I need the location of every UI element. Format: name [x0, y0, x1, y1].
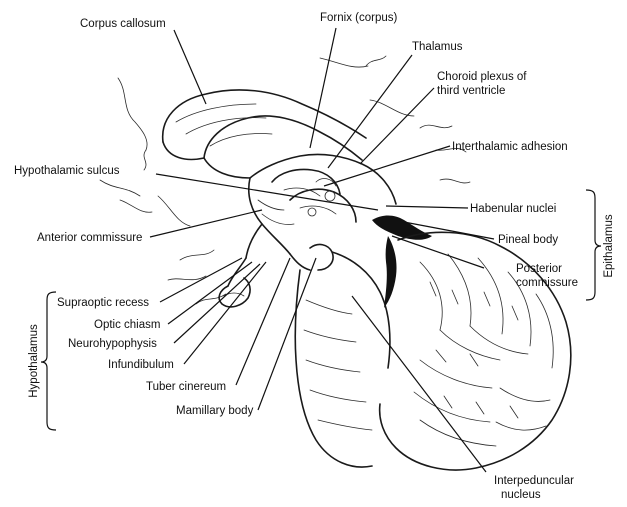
label-posterior-commissure-1: Posterior [516, 263, 562, 275]
label-choroid-plexus-2: third ventricle [437, 85, 505, 97]
leader-fornix [310, 28, 336, 148]
label-interpeduncular-2: nucleus [501, 489, 541, 501]
hypothalamus-group: Hypothalamus [28, 292, 56, 430]
brain-illustration [100, 56, 571, 470]
label-choroid-plexus-1: Choroid plexus of [437, 71, 527, 83]
leader-interpeduncular-nucleus [352, 296, 486, 472]
leader-posterior-commissure [392, 236, 484, 268]
label-supraoptic-recess: Supraoptic recess [57, 297, 149, 309]
leader-supraoptic-recess [160, 258, 242, 302]
thalamus-region-shape [250, 154, 396, 222]
labels: Corpus callosum Fornix (corpus) Thalamus… [14, 12, 578, 501]
background-vessels [100, 56, 470, 304]
leader-habenular-nuclei [386, 206, 468, 208]
hypothalamus-label: Hypothalamus [28, 324, 40, 398]
leader-tuber-cinereum [236, 258, 290, 385]
leader-interthalamic-adhesion [324, 146, 450, 186]
leader-infundibulum [184, 262, 266, 364]
epithalamus-bracket [586, 190, 601, 300]
label-interpeduncular-1: Interpeduncular [494, 475, 574, 487]
corpus-callosum-shape [163, 90, 366, 178]
label-fornix: Fornix (corpus) [320, 12, 397, 24]
label-anterior-commissure: Anterior commissure [37, 232, 142, 244]
label-habenular-nuclei: Habenular nuclei [470, 203, 556, 215]
label-infundibulum: Infundibulum [108, 359, 174, 371]
leader-optic-chiasm [168, 262, 252, 324]
leader-mamillary-body [258, 258, 316, 410]
leader-corpus-callosum [174, 30, 206, 104]
label-mamillary-body: Mamillary body [176, 405, 254, 417]
epithalamus-group: Epithalamus [586, 190, 615, 300]
leader-anterior-commissure [150, 210, 262, 237]
label-posterior-commissure-2: commissure [516, 277, 578, 289]
label-pineal-body: Pineal body [498, 234, 558, 246]
label-hypothalamic-sulcus: Hypothalamic sulcus [14, 165, 120, 177]
label-corpus-callosum: Corpus callosum [80, 18, 166, 30]
label-thalamus: Thalamus [412, 41, 463, 53]
hypothalamus-bracket [41, 292, 56, 430]
hypothalamus-shape [246, 178, 310, 270]
midbrain-shape [295, 245, 390, 467]
label-interthalamic-adhesion: Interthalamic adhesion [452, 141, 568, 153]
label-tuber-cinereum: Tuber cinereum [146, 381, 226, 393]
leader-thalamus [328, 55, 412, 168]
label-optic-chiasm: Optic chiasm [94, 319, 160, 331]
label-neurohypophysis: Neurohypophysis [68, 338, 157, 350]
leader-neurohypophysis [174, 264, 260, 343]
epithalamus-label: Epithalamus [603, 214, 615, 278]
